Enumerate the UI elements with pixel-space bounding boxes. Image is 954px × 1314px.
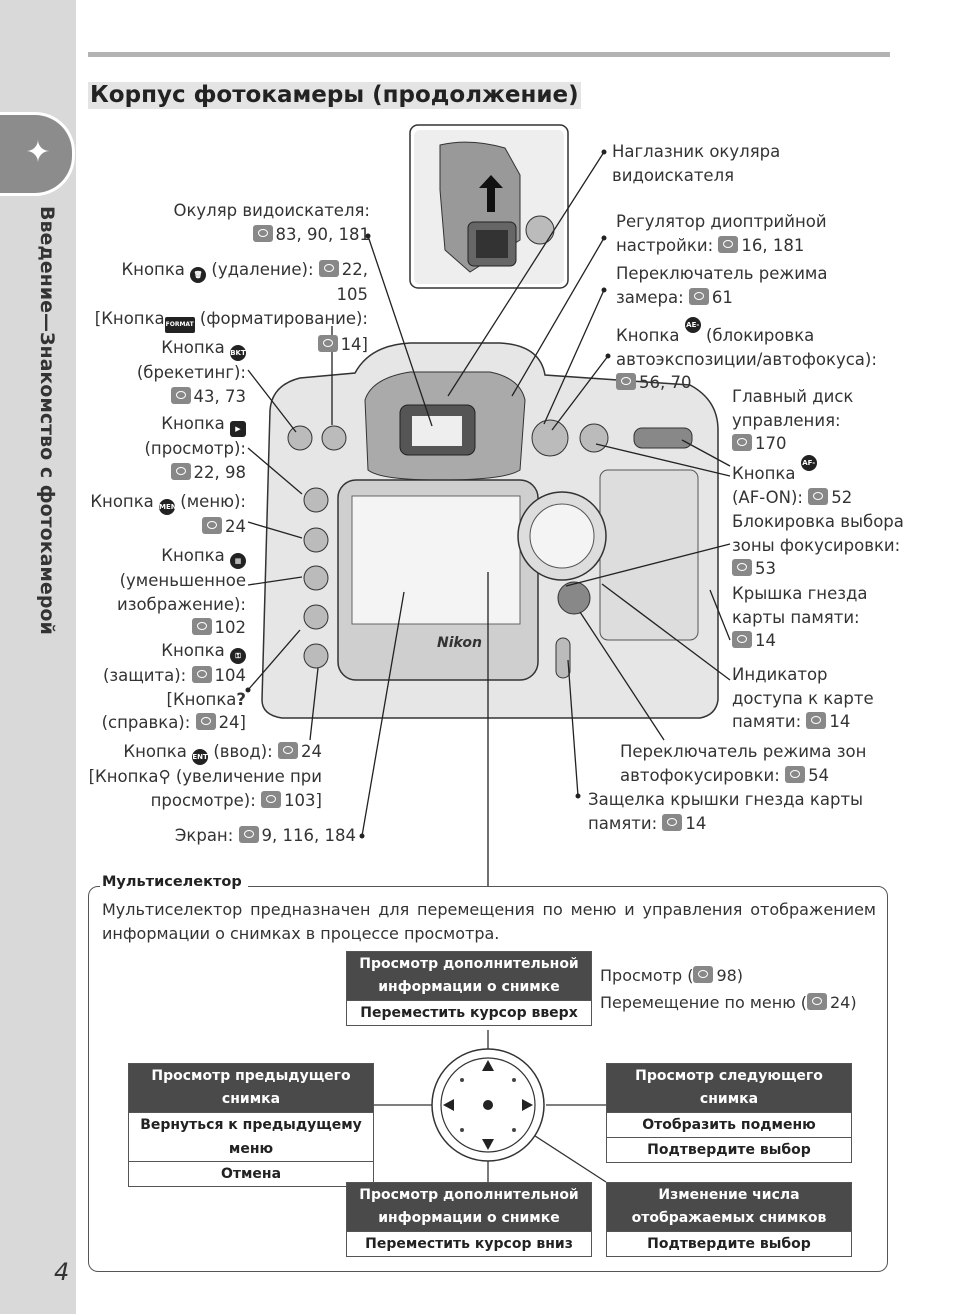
leader-lines [247, 151, 731, 886]
label-eyepiece: Окуляр видоискателя:83, 90, 181 [173, 201, 370, 244]
page-ref-icon [278, 742, 298, 759]
camera-brand: Nikon [437, 635, 482, 651]
dir-center-box: Изменение числа отображаемых снимков Под… [606, 1182, 852, 1257]
dir-up-header: Просмотр дополнительной информации о сни… [347, 952, 591, 1000]
af-on-icon: AF-ON [800, 455, 817, 483]
label-enter: Кнопка ENT (ввод): 24 [Кнопка⚲ (увеличен… [88, 742, 322, 810]
label-bkt: Кнопка BKT(брекетинг):43, 73 [136, 338, 246, 406]
page-ref-icon [806, 712, 827, 729]
dir-right-row: Подтвердите выбор [607, 1137, 851, 1162]
key-icon: ⚿ [230, 648, 246, 664]
chapter-tab[interactable]: ✦ [0, 112, 75, 196]
dir-up-box: Просмотр дополнительной информации о сни… [346, 951, 592, 1026]
dir-left-row: Отмена [129, 1161, 373, 1186]
trash-icon: 🗑 [190, 267, 207, 283]
label-menu: Кнопка MENU (меню):24 [90, 492, 246, 536]
page-ref-icon [202, 517, 222, 534]
page-ref-icon [688, 287, 709, 305]
page-ref-icon [616, 373, 636, 390]
page-title: Корпус фотокамеры (продолжение) [88, 82, 581, 109]
thumbnail-icon: ▦ [230, 553, 246, 569]
page-ref-icon [191, 618, 212, 635]
dir-center-header: Изменение числа отображаемых снимков [607, 1183, 851, 1231]
page-ref-icon [318, 260, 339, 277]
page-ref-icon [732, 434, 752, 451]
dir-right-row: Отобразить подменю [607, 1112, 851, 1137]
dir-down-row: Переместить курсор вниз [347, 1231, 591, 1256]
multiselector-box [88, 886, 888, 1272]
label-afon: Кнопка AF-ON(AF-ON): 52 [732, 455, 852, 509]
multiselector-description: Мультиселектор предназначен для перемеще… [102, 900, 876, 943]
play-icon: ▶ [230, 421, 246, 437]
page-ref-icon [170, 462, 191, 480]
label-protect: Кнопка ⚿(защита): 104[Кнопка?(справка): … [101, 641, 246, 732]
multiselector-title: Мультиселектор [100, 874, 248, 890]
top-rule [88, 52, 890, 57]
bkt-icon: BKT [230, 345, 246, 361]
page-number: 4 [54, 1258, 70, 1286]
page-ref-icon [785, 765, 806, 783]
dir-down-box: Просмотр дополнительной информации о сни… [346, 1182, 592, 1257]
page-ref-icon [252, 224, 273, 242]
menu-icon: MENU [159, 499, 182, 515]
dir-left-row: Вернуться к предыдущему меню [129, 1112, 373, 1161]
page-ref-icon [662, 813, 683, 831]
multiselector-diagram [374, 1030, 607, 1183]
sidebar [0, 0, 76, 1314]
page-ref-icon [732, 559, 752, 576]
dir-down-header: Просмотр дополнительной информации о сни… [347, 1183, 591, 1231]
dir-left-box: Просмотр предыдущего снимка Вернуться к … [128, 1063, 374, 1187]
zoom-icon: ⚲ [158, 767, 171, 786]
page-ref-icon [732, 631, 752, 648]
help-icon: ? [236, 689, 246, 709]
page-ref-icon [317, 334, 338, 352]
label-play: Кнопка ▶(просмотр):22, 98 [144, 414, 246, 482]
enter-icon: ENT [192, 749, 209, 765]
dir-left-header: Просмотр предыдущего снимка [129, 1064, 373, 1112]
page-ref-icon [170, 386, 191, 404]
page-ref-icon [261, 790, 282, 808]
format-icon: FORMAT [164, 316, 195, 333]
page-ref-icon [195, 713, 216, 730]
ae-l-icon: AE-L [684, 317, 701, 345]
page-ref-icon [718, 235, 739, 253]
eyecup-inset [409, 124, 569, 289]
dir-right-header: Просмотр следующего снимка [607, 1064, 851, 1112]
dir-center-row: Подтвердите выбор [607, 1231, 851, 1256]
dir-right-box: Просмотр следующего снимка Отобразить по… [606, 1063, 852, 1163]
camera-body: Nikon [261, 342, 719, 719]
label-delete: Кнопка 🗑 (удаление): 22, 105 [КнопкаFORM… [94, 260, 368, 354]
page-ref-icon [238, 826, 259, 843]
page-ref-icon [191, 666, 212, 683]
label-screen: Экран: 9, 116, 184 [174, 826, 356, 845]
page-ref-icon [808, 487, 829, 505]
up-notes: Просмотр (98) Перемещение по меню (24) [600, 966, 857, 1012]
page-ref-icon [693, 966, 714, 983]
dir-up-row: Переместить курсор вверх [347, 1000, 591, 1025]
rooster-icon: ✦ [25, 135, 51, 170]
page-ref-icon [807, 993, 827, 1010]
